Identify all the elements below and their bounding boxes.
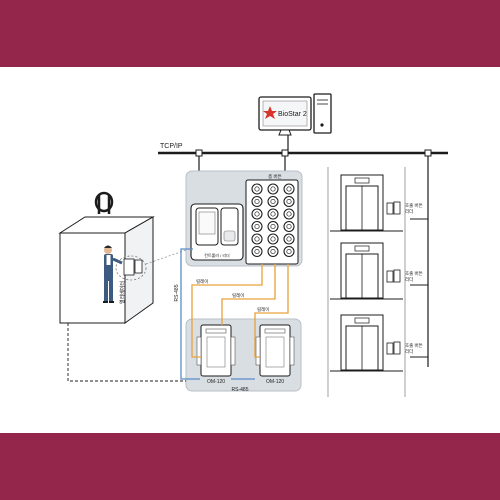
floor-reader-icon xyxy=(393,341,401,355)
floor-indicator xyxy=(354,245,370,252)
biostar-workstation: BioStar 2 xyxy=(258,93,332,136)
rs485-wiring: RS-485 RS-485 xyxy=(174,248,255,393)
network-label: TCP/IP xyxy=(160,143,183,150)
call-button-icon xyxy=(386,270,394,283)
floor-button-icon xyxy=(283,195,295,208)
top-band xyxy=(0,0,500,67)
floor-button-icon xyxy=(267,208,279,220)
call-button-icon xyxy=(386,342,394,355)
fingerprint-sensor-icon xyxy=(223,230,236,242)
om-120-module-2: OM-120 xyxy=(255,324,295,385)
floor-button-icon xyxy=(251,233,263,245)
system-diagram: TCP/IP BioStar 2 xyxy=(58,93,448,397)
biostar-logo-icon xyxy=(263,106,277,119)
relay-label: 릴레이 xyxy=(196,278,208,285)
elevator-label: 엘리베이터 xyxy=(119,281,126,304)
floor-reader-label: 호출 버튼 xyxy=(405,342,423,349)
elevator-car: 엘리베이터 xyxy=(58,191,187,324)
floor-button-icon xyxy=(251,220,263,233)
floor-button-icon xyxy=(267,183,279,195)
relay-label: 릴레이 xyxy=(257,306,269,313)
floor-button-icon xyxy=(267,220,279,233)
floor-button-icon xyxy=(251,245,263,258)
floor-indicator xyxy=(354,177,370,184)
relay-label: 릴레이 xyxy=(232,292,244,299)
floor-button-icon xyxy=(267,233,279,245)
floor-button-grid xyxy=(251,183,295,258)
floor-button-icon xyxy=(283,233,295,245)
module-label: OM-120 xyxy=(266,379,284,385)
floor-reader-label: 리더 xyxy=(405,208,413,215)
bottom-band xyxy=(0,433,500,500)
elevator-shaft xyxy=(327,167,406,397)
software-name: BioStar 2 xyxy=(278,111,307,118)
floor-reader-label: 리더 xyxy=(405,276,413,283)
floor-button-icon xyxy=(267,245,279,258)
person-figure xyxy=(103,245,123,303)
module-label: OM-120 xyxy=(207,379,225,385)
floor-button-icon xyxy=(251,208,263,220)
zoom-circle xyxy=(115,255,147,281)
floor-button-icon xyxy=(283,245,295,258)
floor-reader-label: 호출 버튼 xyxy=(405,202,423,209)
floor-button-icon xyxy=(283,183,295,195)
reader-label: 컨트롤러 / 리더 xyxy=(204,252,230,258)
rs485-horizontal-label: RS-485 xyxy=(232,387,249,393)
floor-reader-icon xyxy=(393,201,401,215)
floor-reader-label: 호출 버튼 xyxy=(405,270,423,277)
floor-button-icon xyxy=(251,195,263,208)
call-button-icon xyxy=(386,202,394,215)
rs485-vertical-label: RS-485 xyxy=(174,284,180,301)
diagram-canvas: TCP/IP BioStar 2 xyxy=(0,67,500,433)
module-panel: OM-120 OM-120 xyxy=(185,318,302,392)
relay-wiring: 릴레이 릴레이 릴레이 xyxy=(191,264,289,358)
button-panel-label: 층 버튼 xyxy=(268,173,282,180)
network-bus: TCP/IP xyxy=(158,133,448,367)
controller-panel: 컨트롤러 / 리더 층 버튼 xyxy=(185,170,303,267)
traveling-cable xyxy=(67,323,186,382)
floor-indicator xyxy=(354,317,370,324)
floor-button-icon xyxy=(283,220,295,233)
floor-reader-label: 리더 xyxy=(405,348,413,355)
om-120-module-1: OM-120 xyxy=(196,324,236,385)
floor-reader-icon xyxy=(393,269,401,283)
floor-button-icon xyxy=(251,183,263,195)
floor-button-icon xyxy=(267,195,279,208)
floor-button-icon xyxy=(283,208,295,220)
